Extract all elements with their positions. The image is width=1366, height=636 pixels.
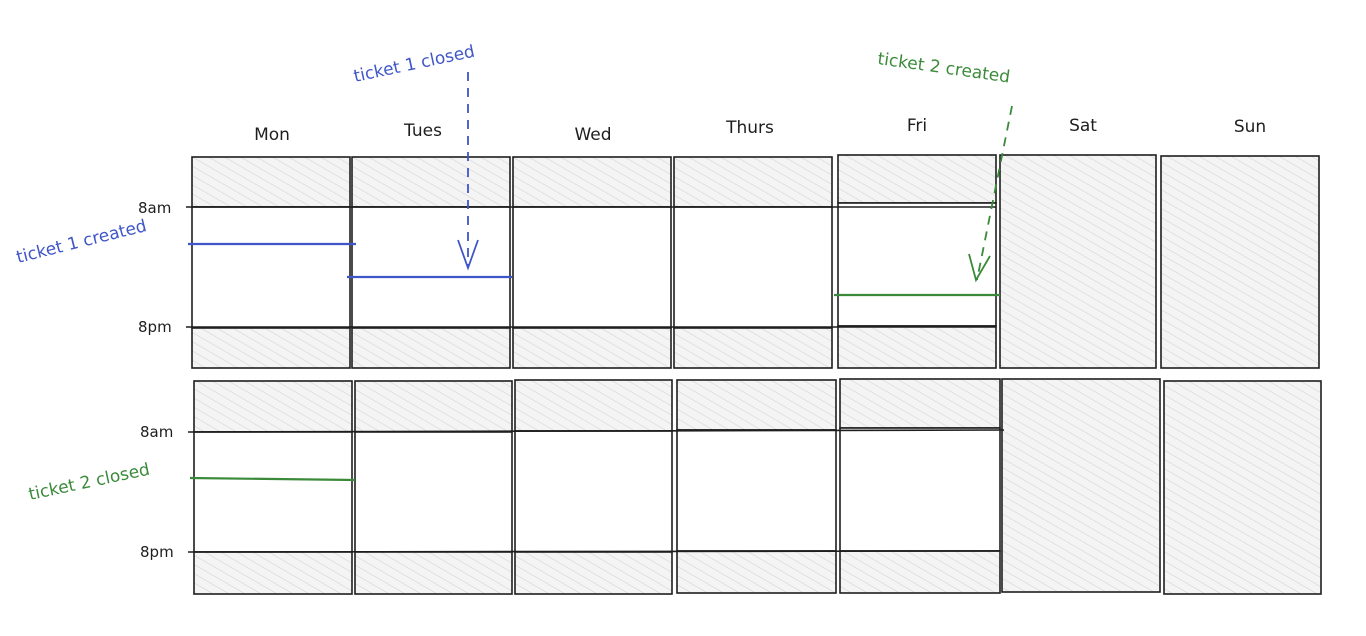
week1-thurs-night-am (673, 156, 833, 208)
week1-thurs-day (673, 206, 833, 329)
ticket1-closed-label: ticket 1 closed (352, 42, 477, 87)
week2-tues-night-am (354, 380, 513, 433)
week1-mon-night-pm (191, 327, 351, 369)
week-1 (186, 154, 1320, 369)
week1-fri-night-pm (837, 325, 997, 369)
week2-thurs-night-pm (676, 550, 837, 594)
week2-fri-night-pm (839, 550, 1001, 594)
day-header-sun: Sun (1234, 117, 1266, 137)
week2-8pm-line (187, 550, 1001, 553)
week1-mon-day (191, 206, 351, 329)
week1-tues-night-am (351, 156, 511, 208)
ticket2-arrow-dashed (976, 105, 1013, 281)
week1-thurs-night-pm (673, 327, 833, 369)
ticket2-closed-label: ticket 2 closed (27, 460, 152, 505)
ticket1-arrowhead (457, 239, 479, 271)
week2-wed-night-pm (514, 551, 673, 595)
week2-mon-night-pm (193, 551, 353, 595)
day-header-wed: Wed (574, 125, 611, 145)
week1-mon-night-am (191, 156, 351, 208)
week2-wed-day (514, 430, 673, 553)
week2-thurs-day (676, 429, 837, 552)
ticket2-arrowhead (968, 253, 991, 283)
week1-tues-day (351, 206, 511, 329)
week2-mon-day (193, 431, 353, 553)
week2-wed-night-am (514, 379, 673, 432)
day-header-fri: Fri (907, 116, 927, 136)
week1-tues-night-pm (351, 327, 511, 369)
week2-tues-day (354, 431, 513, 553)
day-header-sat: Sat (1069, 116, 1097, 136)
week1-time-8am: 8am (138, 199, 171, 217)
day-header-tues: Tues (403, 121, 442, 141)
week-2 (187, 378, 1322, 595)
week1-time-8pm: 8pm (138, 318, 172, 336)
week1-wed-day (512, 206, 672, 329)
ticket2-created-label: ticket 2 created (876, 49, 1011, 87)
week1-sun (1160, 155, 1320, 369)
week2-fri-night-am (839, 378, 1001, 429)
week2-time-8am: 8am (140, 423, 173, 441)
ticket2-closed-line (189, 476, 356, 482)
week1-fri-night-am (837, 154, 997, 204)
week2-thurs-night-am (676, 379, 837, 431)
week1-sat (999, 154, 1157, 369)
week2-fri-day (839, 427, 1001, 552)
week2-sun (1163, 380, 1322, 595)
week2-time-8pm: 8pm (140, 543, 174, 561)
week1-wed-night-pm (512, 327, 672, 369)
week1-fri-day (837, 202, 997, 327)
week2-mon-night-am (193, 380, 353, 433)
week1-wed-night-am (512, 156, 672, 208)
week2-8am-line (187, 429, 1005, 433)
day-header-mon: Mon (254, 125, 290, 145)
week2-tues-night-pm (354, 551, 513, 595)
day-header-thurs: Thurs (725, 118, 774, 138)
ticket1-created-label: ticket 1 created (14, 216, 148, 268)
week2-sat (1001, 378, 1161, 593)
